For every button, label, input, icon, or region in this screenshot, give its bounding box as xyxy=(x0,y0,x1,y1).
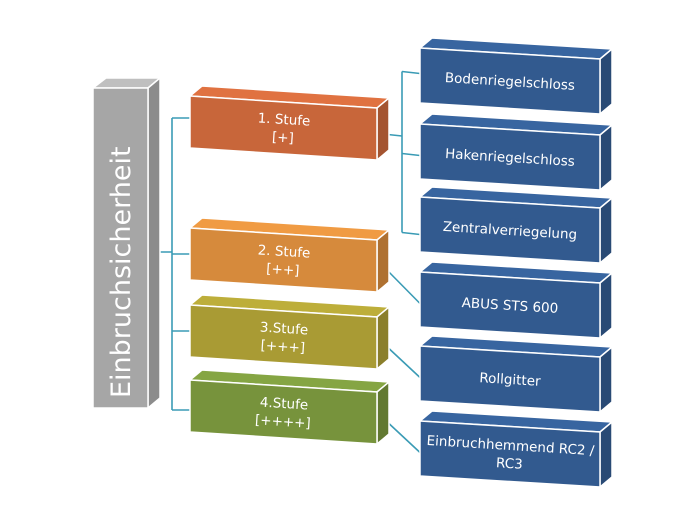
level-node-4-side-face xyxy=(376,380,390,446)
item-node-6-side-face xyxy=(599,420,613,489)
item-node-6: Einbruchhemmend RC2 /RC3 xyxy=(418,410,614,489)
level-node-4: 4.Stufe[++++] xyxy=(188,369,391,446)
item-node-2-front-face xyxy=(419,123,601,191)
level-node-2-front-face xyxy=(189,227,378,293)
item-node-4-front-face xyxy=(419,271,601,339)
item-node-4: ABUS STS 600 xyxy=(418,261,614,340)
level-node-4-label-line2: [++++] xyxy=(255,412,312,432)
level-node-2-label-line2: [++] xyxy=(266,261,300,279)
item-nodes: BodenriegelschlossHakenriegelschlossZent… xyxy=(418,37,614,489)
level-node-2-label-line1: 2. Stufe xyxy=(257,242,311,261)
root-side-face xyxy=(147,76,161,410)
level-node-2-side-face xyxy=(376,228,390,294)
level-nodes: 1. Stufe[+]2. Stufe[++]3.Stufe[+++]4.Stu… xyxy=(188,85,391,446)
item-node-1-front-face xyxy=(419,47,601,115)
item-node-5-label-line1: Rollgitter xyxy=(479,370,542,390)
level-node-4-front-face xyxy=(189,379,378,445)
level-node-1-label-line2: [+] xyxy=(271,129,294,146)
level-node-1-side-face xyxy=(376,96,390,162)
root-label: Einbruchsicherheit xyxy=(106,146,137,398)
item-node-2-label-line1: Hakenriegelschloss xyxy=(445,146,576,170)
root-front-face xyxy=(92,87,149,409)
item-node-3-side-face xyxy=(599,196,613,265)
item-node-1-side-face xyxy=(599,47,613,116)
item-node-6-front-face xyxy=(419,420,601,488)
item-node-6-label-line2: RC3 xyxy=(496,455,524,473)
item-node-2-side-face xyxy=(599,123,613,192)
level-node-3: 3.Stufe[+++] xyxy=(188,294,391,371)
item-node-5-side-face xyxy=(599,345,613,414)
item-node-3: Zentralverriegelung xyxy=(418,186,614,265)
root-node: Einbruchsicherheit xyxy=(90,76,163,410)
item-node-2: Hakenriegelschloss xyxy=(418,113,614,192)
connector-level-1-item-1 xyxy=(401,70,421,75)
level-node-2: 2. Stufe[++] xyxy=(188,217,391,294)
level-node-1: 1. Stufe[+] xyxy=(188,85,391,162)
item-node-4-label-line1: ABUS STS 600 xyxy=(461,295,558,317)
level-node-4-label-line1: 4.Stufe xyxy=(259,394,308,413)
item-node-4-side-face xyxy=(599,271,613,340)
connector-level-1-item-3 xyxy=(401,231,421,236)
item-node-3-front-face xyxy=(419,196,601,264)
item-node-5: Rollgitter xyxy=(418,335,614,414)
level-node-3-label-line2: [+++] xyxy=(260,338,305,357)
level-node-3-side-face xyxy=(376,305,390,371)
item-node-1: Bodenriegelschloss xyxy=(418,37,614,116)
level-node-3-front-face xyxy=(189,304,378,370)
level-node-1-front-face xyxy=(189,95,378,161)
item-node-5-front-face xyxy=(419,345,601,413)
item-node-1-label-line1: Bodenriegelschloss xyxy=(444,70,575,94)
level-node-3-label-line1: 3.Stufe xyxy=(259,319,308,338)
level-node-1-label-line1: 1. Stufe xyxy=(257,110,311,129)
connector-level-1-item-2 xyxy=(401,152,421,157)
